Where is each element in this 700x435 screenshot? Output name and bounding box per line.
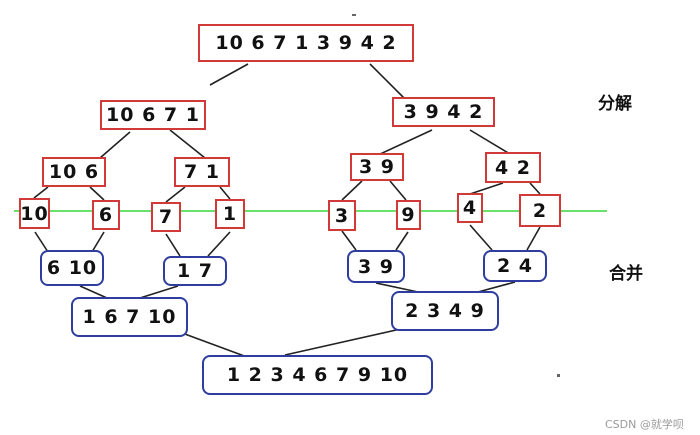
connector-line-5 <box>469 129 511 155</box>
connector-line-11 <box>389 180 407 201</box>
split-node-3-9: 3 9 <box>350 153 404 181</box>
connector-line-4 <box>377 129 433 156</box>
connector-line-0 <box>209 63 249 86</box>
connector-line-1 <box>369 63 406 100</box>
connector-line-19 <box>395 231 409 251</box>
connector-line-17 <box>207 231 231 257</box>
merge-node-right: 2 3 4 9 <box>391 291 499 331</box>
connector-line-22 <box>79 285 108 299</box>
connector-line-18 <box>341 230 357 251</box>
split-leaf-9: 9 <box>396 200 421 230</box>
split-node-4-2: 4 2 <box>485 152 541 183</box>
connector-line-12 <box>469 182 504 195</box>
connector-line-9 <box>219 186 231 200</box>
split-leaf-6: 6 <box>92 200 120 230</box>
connector-line-6 <box>33 186 49 199</box>
connector-line-14 <box>34 231 49 253</box>
split-node-right: 3 9 4 2 <box>392 97 495 127</box>
merge-label: 合并 <box>609 264 643 284</box>
connector-line-21 <box>526 226 541 251</box>
connector-line-27 <box>284 327 406 356</box>
split-leaf-2: 2 <box>519 194 561 227</box>
split-leaf-10: 10 <box>19 198 50 229</box>
connector-line-13 <box>529 182 541 195</box>
stray-dot-right <box>557 374 560 377</box>
split-leaf-1: 1 <box>215 199 245 229</box>
split-node-root: 10 6 7 1 3 9 4 2 <box>198 24 414 62</box>
connector-line-2 <box>99 131 131 159</box>
split-node-10-6: 10 6 <box>42 157 106 187</box>
connector-line-25 <box>477 281 516 293</box>
merge-node-6-10: 6 10 <box>40 250 104 286</box>
connector-line-7 <box>89 186 105 201</box>
connector-line-10 <box>341 180 363 201</box>
connector-line-15 <box>91 231 105 253</box>
merge-node-left: 1 6 7 10 <box>71 297 188 337</box>
split-leaf-7: 7 <box>151 202 181 232</box>
split-node-7-1: 7 1 <box>174 157 230 187</box>
merge-node-3-9: 3 9 <box>347 250 405 283</box>
split-leaf-4: 4 <box>457 193 483 223</box>
connector-line-26 <box>173 329 248 358</box>
connector-line-16 <box>165 233 181 257</box>
csdn-watermark: CSDN @就学呗 <box>605 418 684 431</box>
merge-node-final: 1 2 3 4 6 7 9 10 <box>202 355 433 395</box>
connector-line-8 <box>165 186 186 203</box>
split-leaf-3: 3 <box>328 200 356 231</box>
merge-node-2-4: 2 4 <box>483 250 547 282</box>
connector-line-3 <box>169 129 206 159</box>
decompose-label: 分解 <box>598 94 632 114</box>
connector-line-24 <box>375 282 419 293</box>
connector-line-23 <box>139 285 179 299</box>
split-node-left: 10 6 7 1 <box>100 100 206 130</box>
stray-dot-top <box>352 14 356 16</box>
merge-node-1-7: 1 7 <box>163 256 227 286</box>
connector-line-20 <box>469 224 493 251</box>
